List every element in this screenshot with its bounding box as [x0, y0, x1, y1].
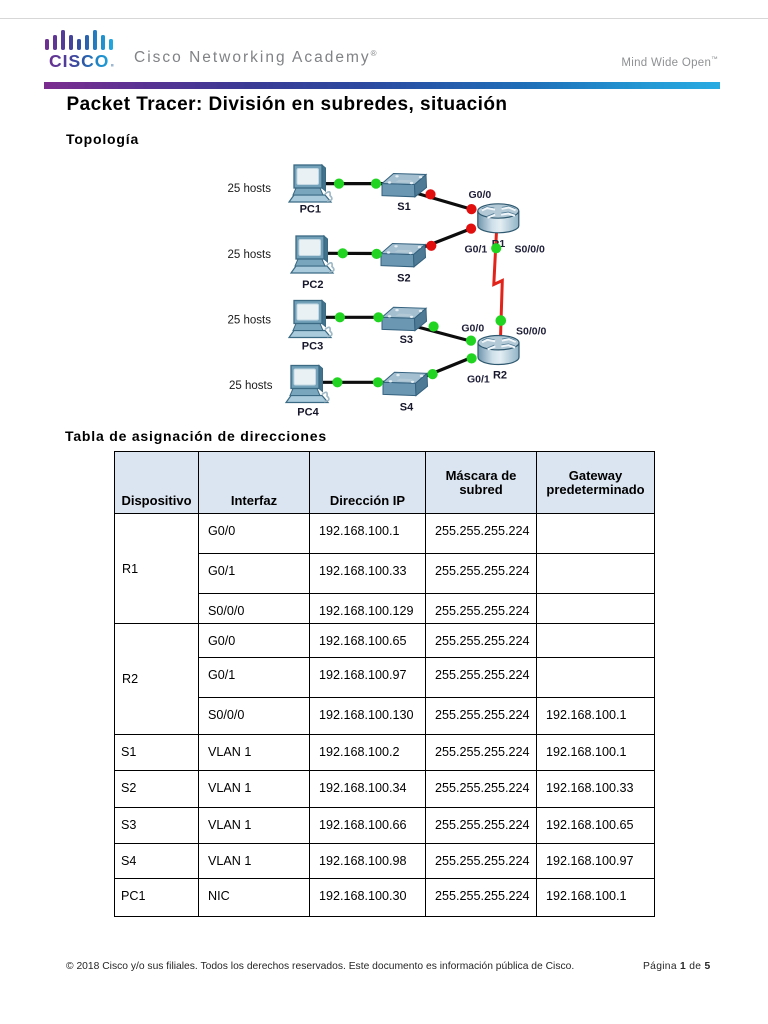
svg-text:S4: S4	[400, 402, 414, 414]
svg-text:R2: R2	[493, 370, 507, 382]
svg-text:G0/1: G0/1	[467, 374, 490, 386]
svg-text:G0/0: G0/0	[469, 189, 492, 201]
svg-text:S0/0/0: S0/0/0	[515, 244, 546, 256]
svg-text:S2: S2	[397, 273, 410, 285]
svg-text:25 hosts: 25 hosts	[228, 183, 272, 195]
svg-text:25 hosts: 25 hosts	[228, 314, 272, 326]
svg-text:PC2: PC2	[302, 279, 323, 291]
svg-text:25 hosts: 25 hosts	[229, 380, 273, 392]
svg-text:S3: S3	[400, 334, 413, 346]
svg-text:S0/0/0: S0/0/0	[516, 326, 547, 338]
svg-text:CISCO: CISCO	[49, 51, 109, 71]
svg-text:PC4: PC4	[297, 407, 319, 419]
svg-text:S1: S1	[397, 201, 410, 213]
svg-text:G0/1: G0/1	[465, 244, 488, 256]
svg-text:PC1: PC1	[300, 204, 321, 216]
svg-text:G0/0: G0/0	[461, 323, 484, 335]
svg-text:25 hosts: 25 hosts	[228, 249, 272, 261]
svg-text:PC3: PC3	[302, 341, 323, 353]
